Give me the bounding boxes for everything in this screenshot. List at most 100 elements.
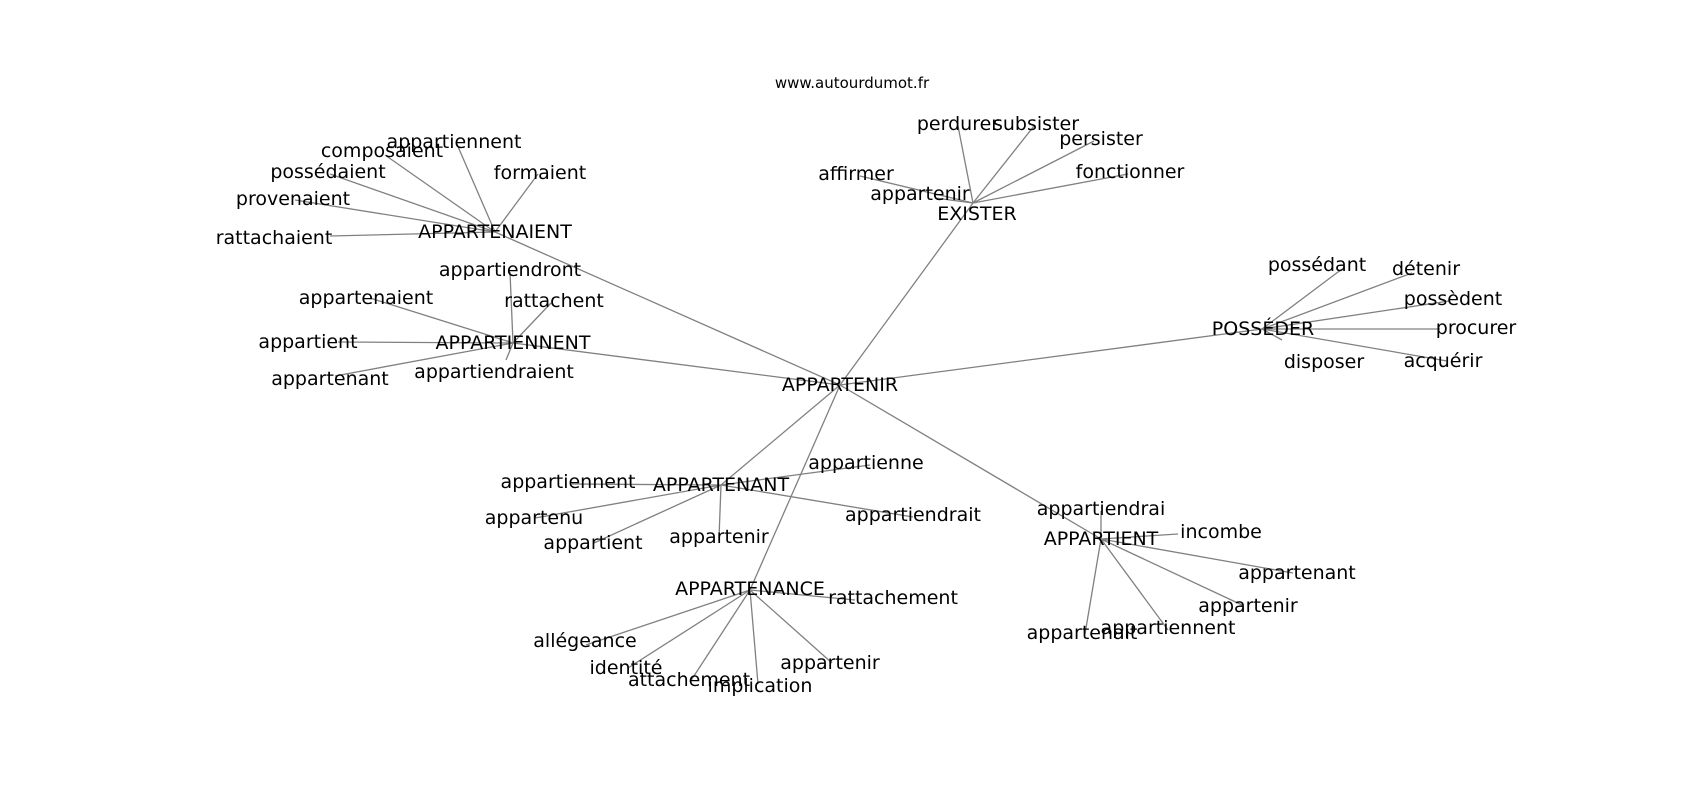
- leaf-word: affirmer: [818, 163, 894, 185]
- leaf-word: acquérir: [1404, 350, 1483, 372]
- edge-hub-to-leaf: [1100, 533, 1179, 540]
- leaf-word: appartiendrait: [845, 504, 981, 526]
- edge-hub-to-leaf: [749, 589, 856, 601]
- edge-hub-to-leaf: [749, 589, 833, 664]
- edge-hub-to-leaf: [1261, 328, 1448, 362]
- graph-edges: [294, 125, 1450, 685]
- edge-hub-to-leaf: [571, 483, 722, 486]
- edge-center-to-hub: [839, 328, 1263, 386]
- leaf-word: appartiendront: [439, 259, 581, 281]
- edge-hub-to-leaf: [1261, 300, 1450, 330]
- edge-hub-to-leaf: [718, 484, 722, 539]
- leaf-word: subsister: [993, 113, 1079, 135]
- leaf-word: rattachement: [828, 587, 958, 609]
- leaf-word: appartenir: [669, 526, 769, 548]
- edge-hub-to-leaf: [972, 125, 1035, 204]
- leaf-word: appartiennent: [1101, 617, 1236, 639]
- edge-hub-to-leaf: [593, 484, 722, 544]
- leaf-word: appartenaient: [299, 287, 434, 309]
- leaf-word: attachement: [628, 669, 750, 691]
- leaf-word: appartenait: [1027, 622, 1138, 644]
- edge-hub-to-leaf: [505, 342, 514, 361]
- leaf-word: fonctionner: [1076, 161, 1185, 183]
- leaf-word: possédant: [1268, 254, 1366, 276]
- leaf-word: provenaient: [236, 188, 350, 210]
- edge-center-to-hub: [839, 202, 974, 386]
- edge-hub-to-leaf: [972, 140, 1095, 204]
- edge-hub-to-leaf: [512, 302, 552, 344]
- edge-hub-to-leaf: [972, 173, 1129, 204]
- edge-hub-to-leaf: [934, 197, 974, 204]
- leaf-word: allégeance: [533, 630, 636, 652]
- edge-hub-to-leaf: [720, 484, 914, 518]
- leaf-word: détenir: [1392, 258, 1460, 280]
- hub-word: POSSÉDER: [1212, 317, 1314, 340]
- graph-labels: www.autourdumot.fr APPARTENIR appartienn…: [216, 74, 1517, 697]
- edge-hub-to-leaf: [1084, 538, 1102, 635]
- leaf-word: appartenant: [1238, 562, 1356, 584]
- leaf-word: appartiennent: [501, 471, 636, 493]
- leaf-word: appartiendrai: [1037, 498, 1165, 520]
- edge-center-to-hub: [494, 231, 841, 386]
- center-word: APPARTENIR: [782, 374, 898, 396]
- edge-hub-to-leaf: [294, 199, 496, 233]
- edge-hub-to-leaf: [534, 484, 722, 519]
- edge-center-to-hub: [749, 384, 841, 591]
- leaf-word: appartienne: [808, 452, 923, 474]
- edge-hub-to-leaf: [1100, 538, 1169, 631]
- hub-word: APPARTENANT: [653, 474, 790, 496]
- edge-hub-to-leaf: [494, 173, 539, 233]
- edge-hub-to-leaf: [337, 341, 514, 344]
- edge-hub-to-leaf: [369, 297, 514, 344]
- leaf-word: procurer: [1436, 317, 1517, 339]
- leaf-word: appartenir: [870, 183, 970, 205]
- edge-center-to-hub: [839, 384, 1102, 540]
- leaf-word: appartenant: [271, 368, 389, 390]
- hub-word: APPARTIENT: [1044, 528, 1159, 550]
- leaf-word: appartiendraient: [414, 361, 574, 383]
- edge-hub-to-leaf: [585, 589, 751, 646]
- hub-word: APPARTENANCE: [675, 578, 825, 600]
- leaf-word: implication: [708, 675, 813, 697]
- leaf-word: appartiennent: [387, 131, 522, 153]
- hub-word: APPARTIENNENT: [436, 332, 591, 354]
- edge-hub-to-leaf: [957, 125, 974, 204]
- hub-word: APPARTENAIENT: [418, 221, 572, 243]
- edge-center-to-hub: [512, 342, 841, 386]
- edge-hub-to-leaf: [1100, 538, 1243, 606]
- leaf-word: appartenir: [1198, 595, 1298, 617]
- site-credit: www.autourdumot.fr: [775, 74, 930, 92]
- leaf-word: perdurer: [917, 113, 999, 135]
- leaf-word: appartient: [543, 532, 642, 554]
- leaf-word: formaient: [494, 162, 586, 184]
- edge-hub-to-leaf: [627, 589, 751, 669]
- edge-hub-to-leaf: [1261, 328, 1283, 341]
- edge-hub-to-leaf: [455, 141, 496, 233]
- leaf-word: composaient: [321, 140, 443, 162]
- leaf-word: persister: [1059, 128, 1143, 150]
- leaf-word: identité: [590, 657, 663, 679]
- leaf-word: appartient: [258, 331, 357, 353]
- leaf-word: possèdent: [1404, 288, 1502, 310]
- edge-hub-to-leaf: [334, 342, 514, 377]
- edge-hub-to-leaf: [384, 154, 496, 233]
- edge-center-to-hub: [720, 384, 841, 486]
- leaf-word: appartenir: [780, 652, 880, 674]
- edge-hub-to-leaf: [749, 589, 759, 685]
- edge-hub-to-leaf: [1261, 268, 1343, 330]
- edge-hub-to-leaf: [689, 589, 751, 683]
- edge-hub-to-leaf: [1100, 538, 1294, 574]
- leaf-word: appartenu: [485, 507, 583, 529]
- edge-hub-to-leaf: [859, 175, 974, 204]
- edge-hub-to-leaf: [720, 464, 871, 486]
- hub-word: EXISTER: [937, 203, 1017, 225]
- edge-hub-to-leaf: [329, 173, 496, 233]
- edge-hub-to-leaf: [1261, 272, 1413, 330]
- edge-hub-to-leaf: [329, 231, 496, 237]
- leaf-word: possédaient: [270, 161, 385, 183]
- leaf-word: rattachent: [504, 290, 604, 312]
- leaf-word: disposer: [1284, 351, 1365, 373]
- edge-hub-to-leaf: [509, 271, 514, 344]
- leaf-word: incombe: [1180, 521, 1262, 543]
- leaf-word: rattachaient: [216, 227, 333, 249]
